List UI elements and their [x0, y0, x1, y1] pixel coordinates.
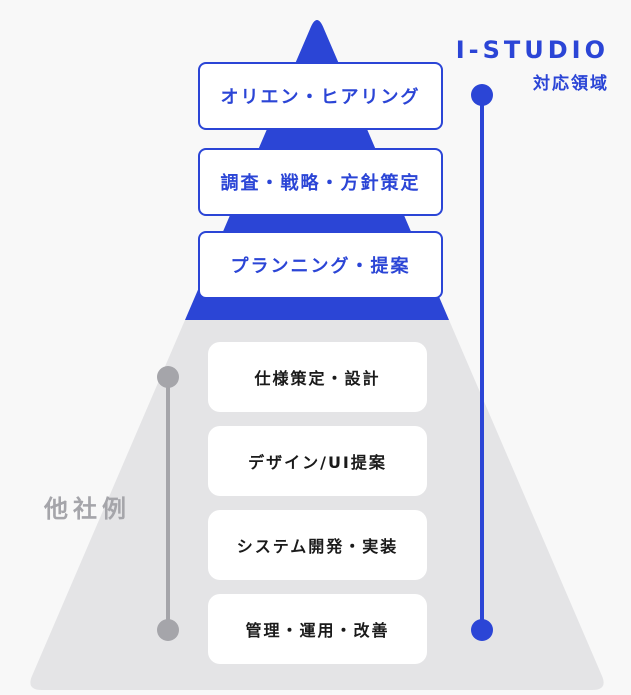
istudio-range-top-dot [471, 84, 493, 106]
step-box-research-strategy: 調査・戦略・方針策定 [198, 148, 443, 216]
other-range-top-dot [157, 366, 179, 388]
istudio-range-connector [471, 84, 493, 641]
other-range-connector [157, 366, 179, 641]
scope-area-label: 対応領域 [533, 74, 609, 94]
step-box-management-operation: 管理・運用・改善 [208, 594, 427, 664]
step-box-orien-hearing: オリエン・ヒアリング [198, 62, 443, 130]
gray-pyramid-shape [30, 320, 604, 690]
step-box-planning-proposal: プランニング・提案 [198, 231, 443, 299]
brand-label: I-STUDIO [455, 36, 609, 64]
step-box-spec-design: 仕様策定・設計 [208, 342, 427, 412]
step-box-design-ui: デザイン/UI提案 [208, 426, 427, 496]
step-box-system-development: システム開発・実装 [208, 510, 427, 580]
other-companies-label: 他社例 [44, 495, 131, 523]
istudio-range-bottom-dot [471, 619, 493, 641]
other-range-bottom-dot [157, 619, 179, 641]
